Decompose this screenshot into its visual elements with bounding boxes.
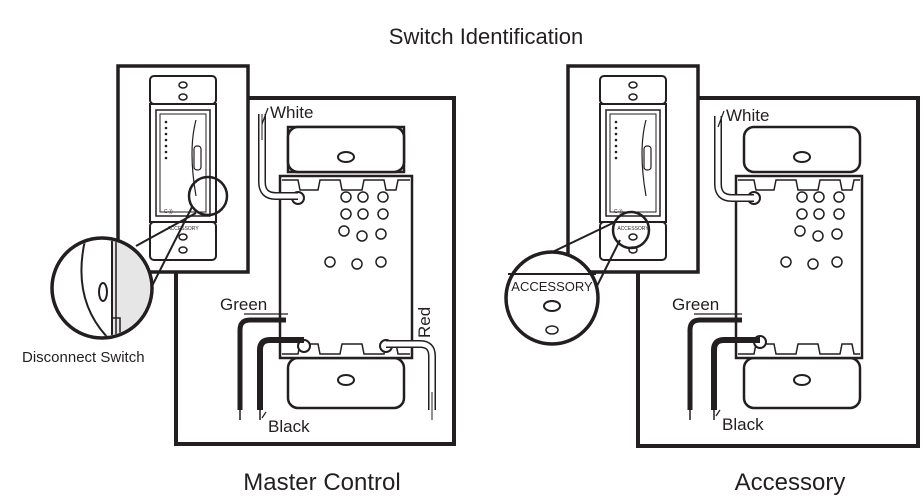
accessory-caption: Accessory xyxy=(735,469,846,496)
accessory-panel: White Green Black xyxy=(504,64,920,496)
accessory-green-wire xyxy=(687,317,742,420)
master-caption: Master Control xyxy=(243,469,400,496)
master-white-label: White xyxy=(270,103,313,122)
accessory-black-label: Black xyxy=(722,415,764,434)
master-red-label: Red xyxy=(415,307,434,338)
master-control-panel: White Green Black Red xyxy=(22,64,456,496)
master-callout-label: Disconnect Switch xyxy=(22,349,145,366)
accessory-front-device: C◦)) ACCESSORY xyxy=(599,75,667,261)
master-green-wire xyxy=(237,317,286,420)
accessory-white-label: White xyxy=(726,106,769,125)
accessory-white-wire xyxy=(714,116,754,202)
master-red-wire xyxy=(386,340,436,420)
accessory-device-marking: ACCESSORY xyxy=(617,226,649,232)
svg-text:C◦)): C◦)) xyxy=(614,209,623,215)
master-white-wire xyxy=(258,114,298,200)
accessory-black-wire xyxy=(711,337,760,420)
master-black-wire xyxy=(257,337,304,420)
master-device-back xyxy=(278,125,414,410)
master-disconnect-magnifier xyxy=(50,206,197,340)
svg-text:C◦)): C◦)) xyxy=(164,209,173,215)
master-disconnect-highlight xyxy=(187,175,229,217)
master-green-label: Green xyxy=(220,295,267,314)
accessory-callout-label: ACCESSORY xyxy=(511,279,593,294)
accessory-green-label: Green xyxy=(672,295,719,314)
master-front-device: C◦)) ACCESSORY xyxy=(149,75,229,261)
master-device-marking: ACCESSORY xyxy=(167,226,199,232)
master-black-label: Black xyxy=(268,417,310,436)
accessory-device-back xyxy=(734,125,864,410)
diagram-title: Switch Identification xyxy=(389,24,583,49)
accessory-marking-highlight xyxy=(611,210,651,250)
accessory-marking-magnifier xyxy=(504,221,621,346)
